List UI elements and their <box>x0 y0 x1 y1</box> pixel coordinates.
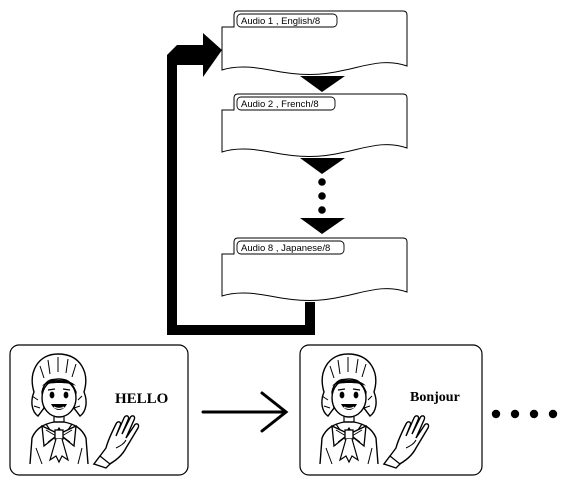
audio-screen-2-label: Audio 2 , French/8 <box>241 99 319 110</box>
audio-screen-8-label: Audio 8 , Japanese/8 <box>241 243 330 254</box>
speech-card-1-greeting: HELLO <box>115 391 168 407</box>
down-arrow-icon <box>300 158 345 174</box>
down-arrow-icon <box>300 218 345 234</box>
right-arrow-icon <box>201 391 289 433</box>
down-arrow-icon <box>300 76 345 92</box>
ellipsis-dots-icon <box>491 409 558 419</box>
ellipsis-dots-icon <box>318 178 326 214</box>
speech-card-1: HELLO <box>9 344 189 476</box>
audio-screen-8: Audio 8 , Japanese/8 <box>221 237 408 301</box>
speech-card-2: Bonjour <box>299 344 483 476</box>
audio-screen-1: Audio 1 , English/8 <box>221 10 408 75</box>
speech-card-2-greeting: Bonjour <box>410 390 460 405</box>
audio-screen-2: Audio 2 , French/8 <box>221 93 408 157</box>
audio-screen-1-label: Audio 1 , English/8 <box>241 16 320 27</box>
loop-arrow-icon <box>167 33 315 335</box>
